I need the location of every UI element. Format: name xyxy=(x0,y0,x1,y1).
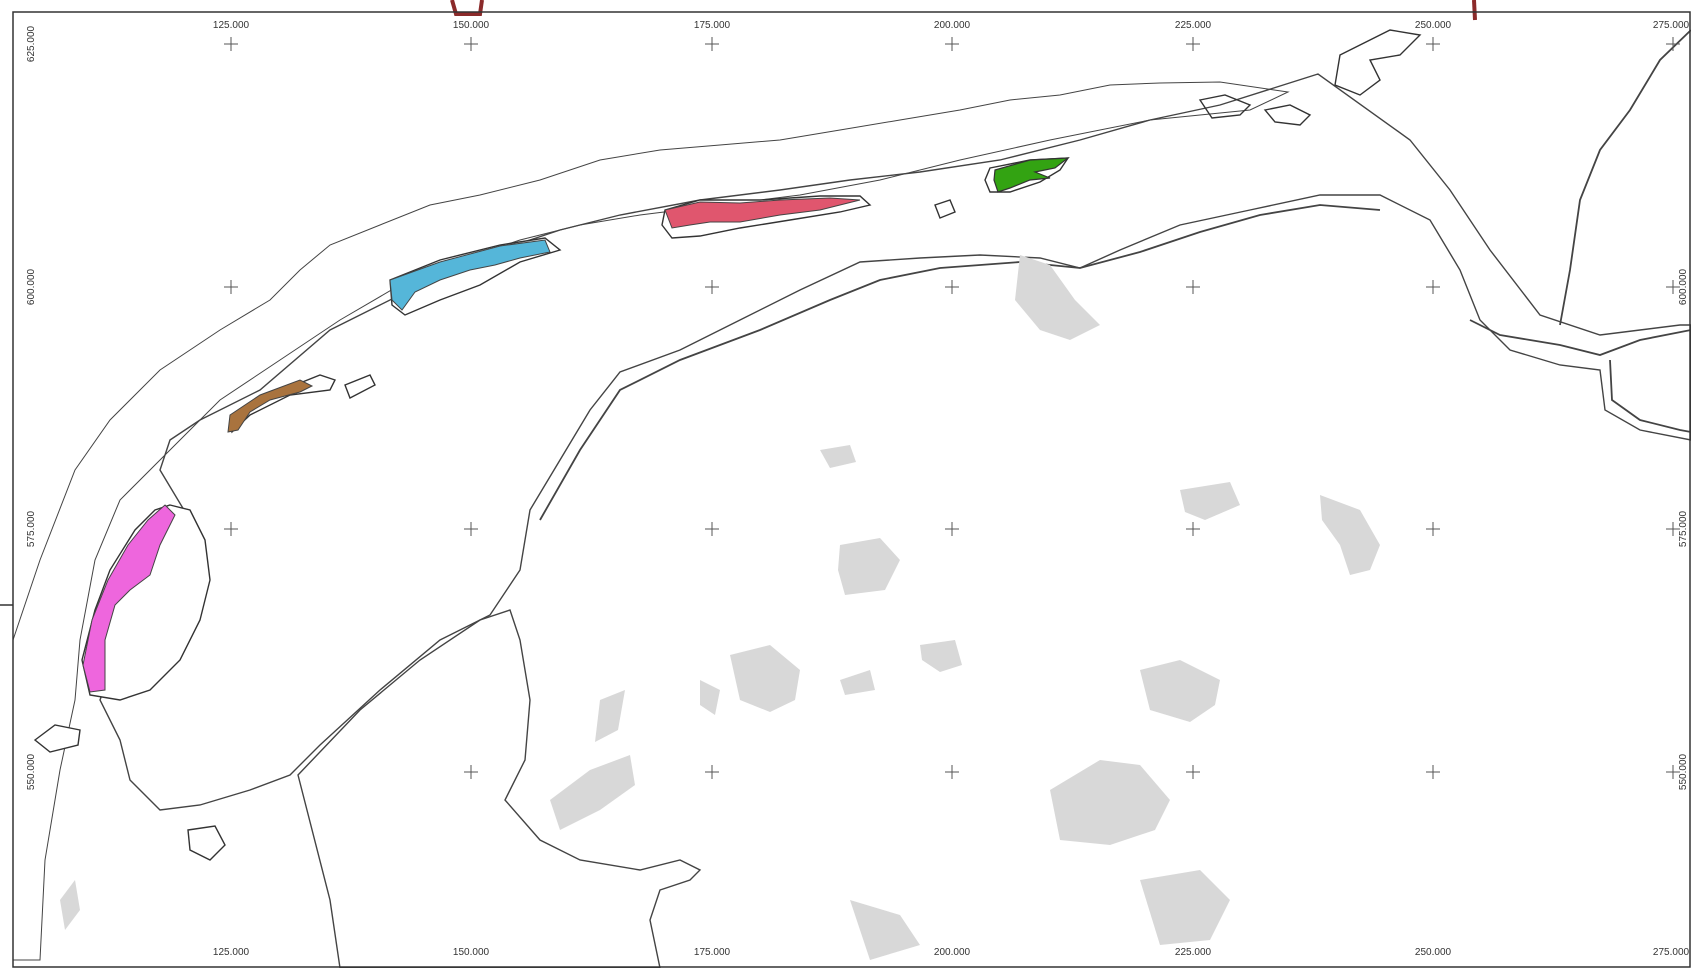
bottom-axis-labels: 125.000 150.000 175.000 200.000 225.000 … xyxy=(213,947,1690,958)
top-tick-label: 200.000 xyxy=(934,20,971,31)
mainland-friesland xyxy=(539,204,1381,521)
mainland-groningen-coast xyxy=(1469,319,1691,356)
right-tick-label: 550.000 xyxy=(1678,753,1689,790)
borkum-outline xyxy=(1334,29,1422,96)
small-sandbank-west xyxy=(33,724,81,753)
bottom-tick-label: 175.000 xyxy=(694,947,731,958)
left-axis-labels: 625.000 600.000 575.000 550.000 xyxy=(26,25,37,790)
north-sea-zone xyxy=(12,81,1290,961)
rottumerplaat-outline xyxy=(1263,104,1312,126)
title-fragment-left xyxy=(450,0,484,16)
dollard-outline xyxy=(1609,359,1691,433)
left-tick-label: 550.000 xyxy=(26,753,37,790)
mainland-north-holland xyxy=(297,609,702,968)
small-sandbank-vlieland xyxy=(344,374,376,399)
top-tick-label: 225.000 xyxy=(1175,20,1212,31)
harbour-den-helder xyxy=(187,825,226,861)
terschelling-dunes xyxy=(389,239,551,311)
top-tick-label: 175.000 xyxy=(694,20,731,31)
griend-outline xyxy=(934,199,956,219)
right-tick-label: 600.000 xyxy=(1678,268,1689,305)
map-frame-border xyxy=(12,11,1691,968)
bottom-tick-label: 225.000 xyxy=(1175,947,1212,958)
top-tick-label: 250.000 xyxy=(1415,20,1452,31)
vlieland-dunes xyxy=(227,379,314,433)
top-tick-label: 125.000 xyxy=(213,20,250,31)
texel-dunes xyxy=(82,504,176,693)
schiermonnikoog-dunes xyxy=(993,157,1070,193)
map-background xyxy=(13,12,1691,968)
texel-island xyxy=(81,504,211,701)
right-tick-label: 575.000 xyxy=(1678,510,1689,547)
left-tick-label: 625.000 xyxy=(26,25,37,62)
top-tick-label: 275.000 xyxy=(1653,20,1690,31)
rottumeroog-outline xyxy=(1198,94,1252,119)
graticule xyxy=(224,37,1680,779)
ameland-dunes xyxy=(664,197,861,229)
right-axis-labels: 600.000 575.000 550.000 xyxy=(1678,268,1689,790)
urban-areas xyxy=(60,255,1380,960)
left-tick-label: 600.000 xyxy=(26,268,37,305)
ems-estuary-outline xyxy=(1559,29,1691,326)
bottom-tick-label: 275.000 xyxy=(1653,947,1690,958)
bottom-tick-label: 150.000 xyxy=(453,947,490,958)
top-axis-labels: 125.000 150.000 175.000 200.000 225.000 … xyxy=(213,20,1690,31)
bottom-tick-label: 200.000 xyxy=(934,947,971,958)
bottom-tick-label: 125.000 xyxy=(213,947,250,958)
bottom-tick-label: 250.000 xyxy=(1415,947,1452,958)
wadden-sea xyxy=(99,73,1691,811)
top-tick-label: 150.000 xyxy=(453,20,490,31)
left-tick-label: 575.000 xyxy=(26,510,37,547)
title-fragment-right xyxy=(1472,0,1477,21)
